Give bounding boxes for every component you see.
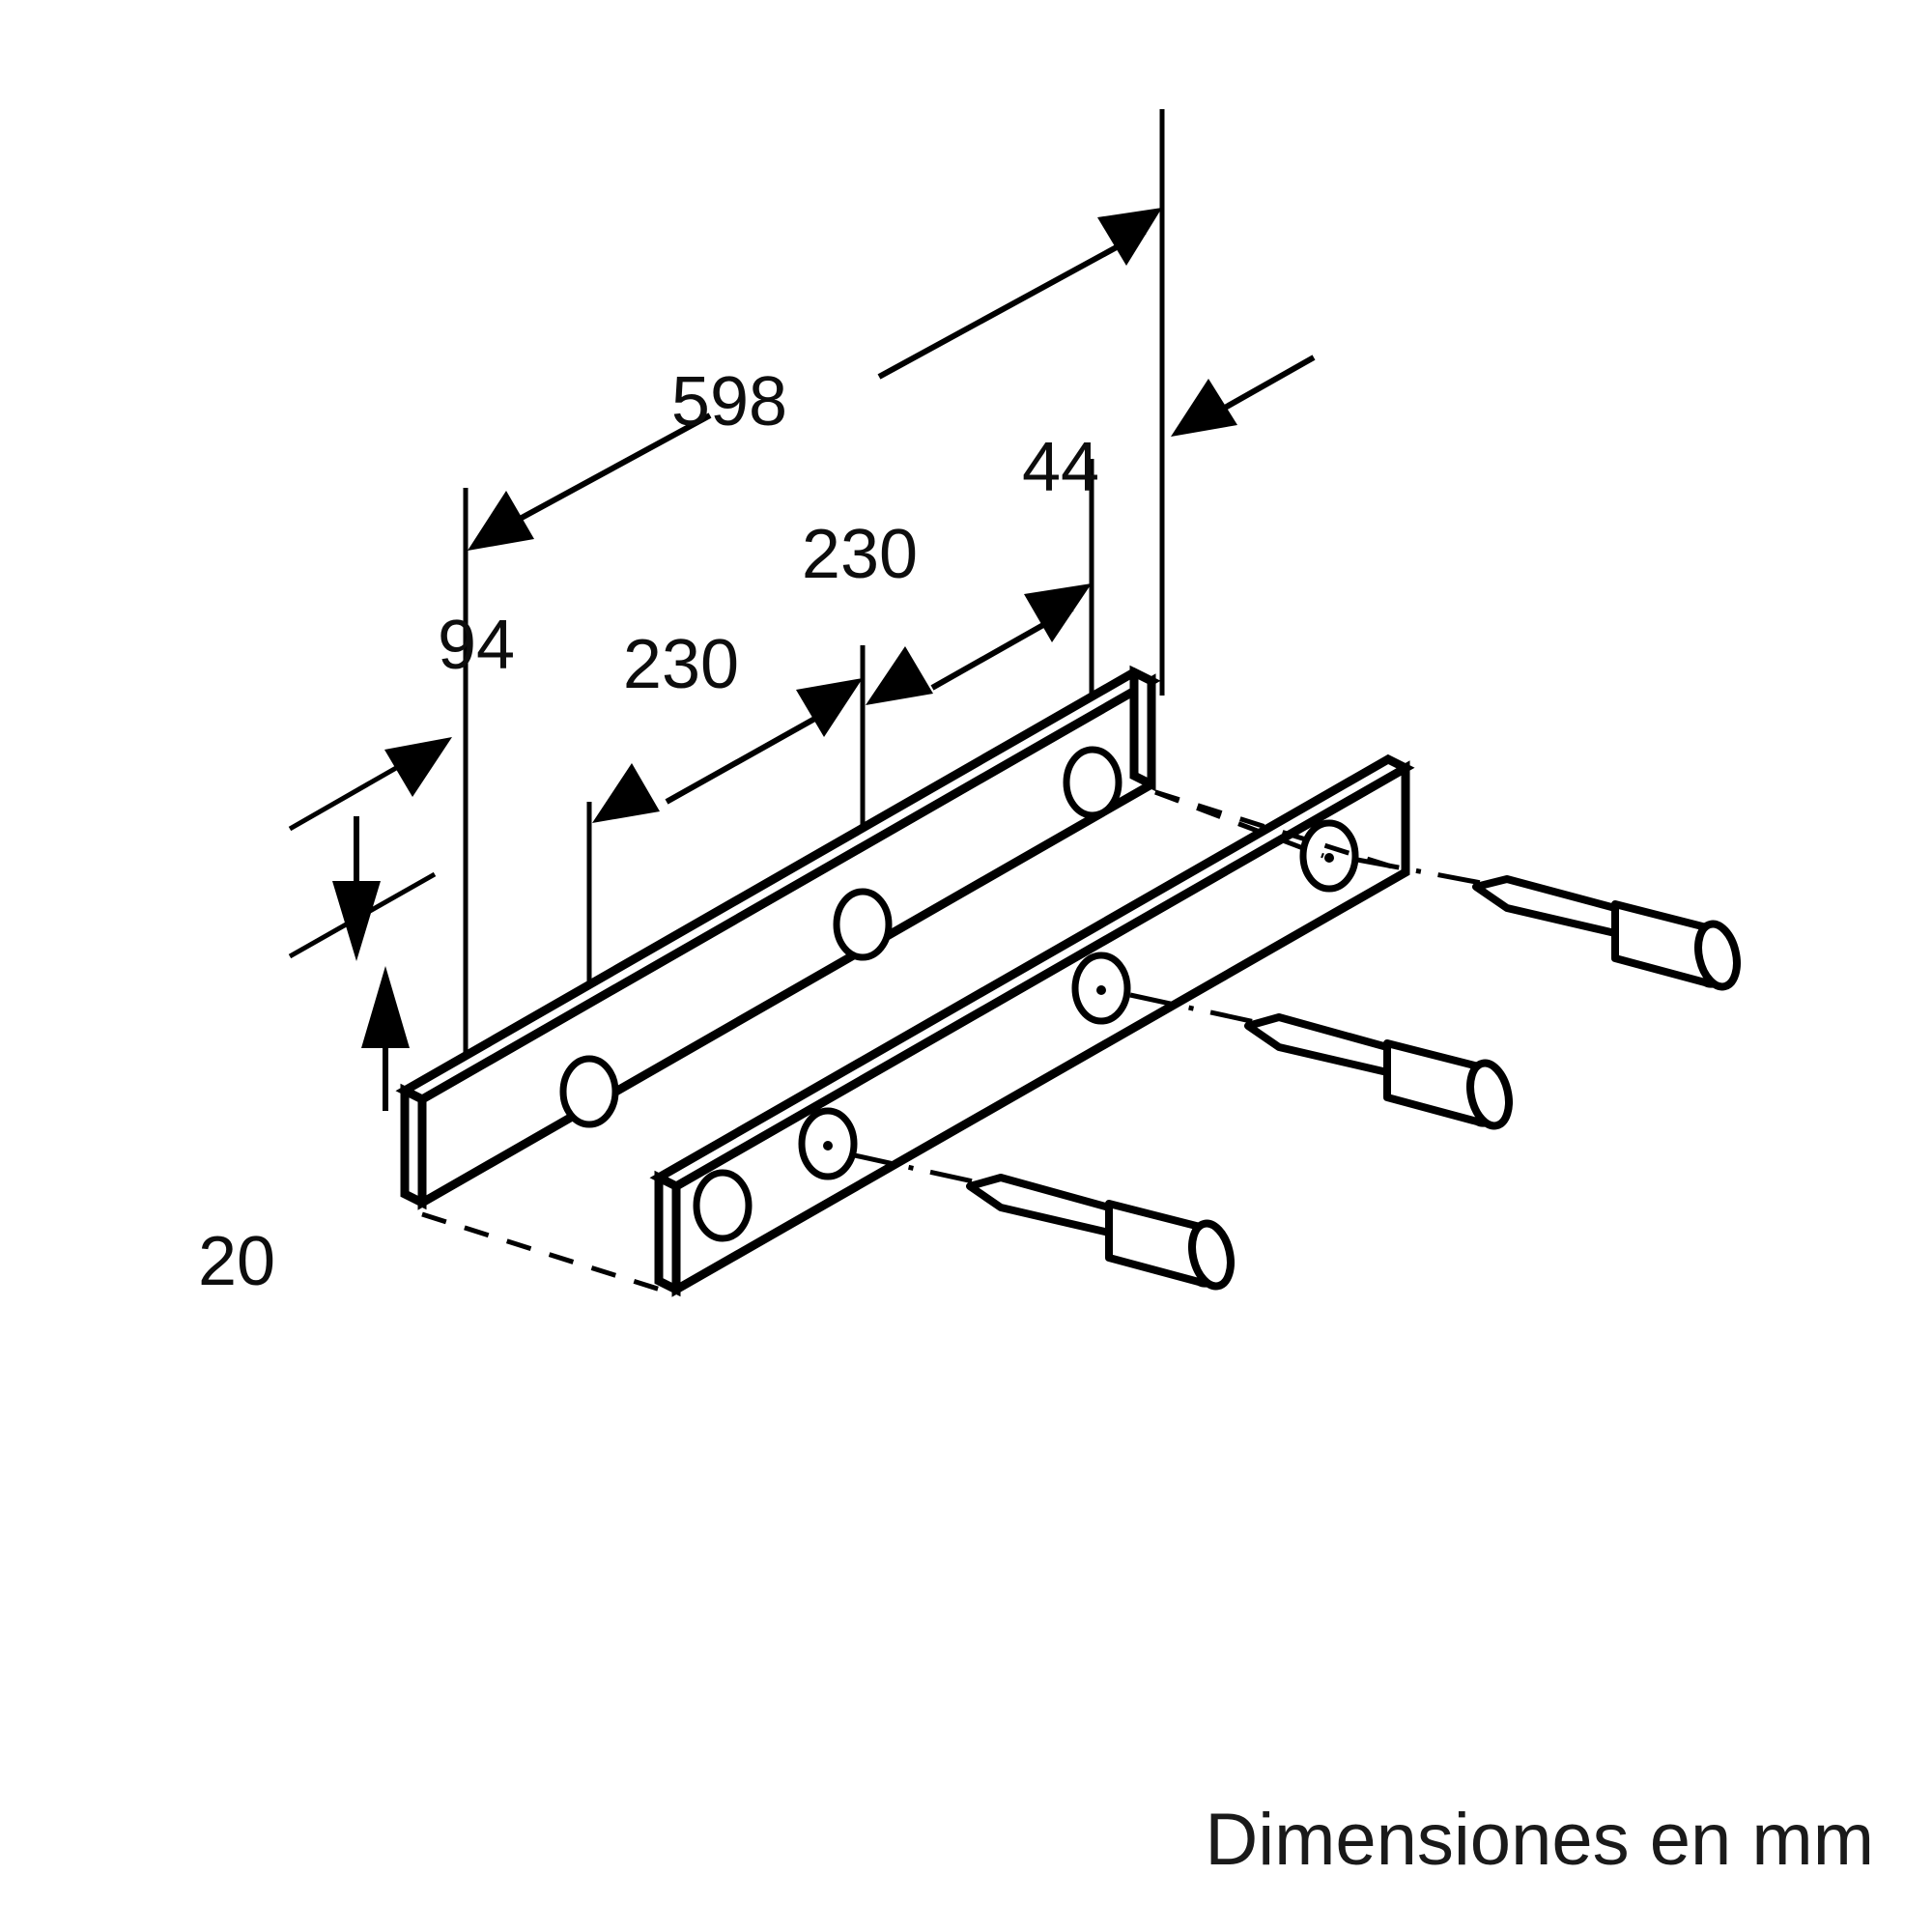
dimension-label-94: 94 xyxy=(438,607,515,684)
dimension-label-44: 44 xyxy=(1022,429,1099,506)
rail-back xyxy=(395,665,1161,1210)
extension-lines xyxy=(463,109,1165,1145)
rail-front-hole-1 xyxy=(693,1169,753,1242)
dowel-top-end-face xyxy=(1694,920,1741,991)
rail-front xyxy=(649,753,1415,1297)
dowel-center-line-bottom xyxy=(849,1151,996,1189)
dim-44-arrow xyxy=(1171,379,1237,437)
dowel-middle-end-face xyxy=(1466,1059,1513,1130)
rail-front-hole-3-center xyxy=(1096,985,1106,995)
dimension-20: 20 xyxy=(198,737,452,1300)
rail-back-hole-2 xyxy=(833,888,893,961)
dowel-bottom xyxy=(966,1174,1235,1291)
dimension-label-230-right: 230 xyxy=(802,516,918,593)
rail-front-hole-2-center xyxy=(823,1141,833,1151)
rail-front-hole-4-center xyxy=(1324,853,1334,863)
dowel-middle-shank xyxy=(1244,1013,1391,1076)
rail-back-hole-3 xyxy=(1063,746,1122,819)
dimension-230-right: 230 xyxy=(802,516,1092,705)
dowel-top xyxy=(1472,875,1741,991)
dim-230-right-arrow-upper xyxy=(1024,583,1092,642)
rail-back-right-cap xyxy=(1129,665,1156,792)
dim-230-left-arrow-lower xyxy=(592,763,660,823)
rail-back-left-cap xyxy=(400,1083,427,1210)
hidden-construction-lines xyxy=(421,789,1402,1294)
dim-230-left-leader xyxy=(665,700,844,805)
dimension-598: 598 xyxy=(468,208,1162,551)
dowel-top-shank xyxy=(1472,875,1619,937)
dimension-44: 44 xyxy=(1022,355,1316,506)
dim-230-left-arrow-upper xyxy=(796,678,863,737)
hidden-line-base-left xyxy=(421,1211,668,1294)
dim-20-arrow-upper-right xyxy=(384,737,452,797)
dim-230-right-arrow-lower xyxy=(866,646,933,705)
dowel-group-top xyxy=(1356,857,1741,991)
dimension-label-598: 598 xyxy=(671,363,787,440)
dimension-label-230-left: 230 xyxy=(623,626,739,703)
dowel-middle xyxy=(1244,1013,1513,1130)
dim-598-leader-right xyxy=(877,229,1147,380)
dowel-bottom-shank xyxy=(966,1174,1113,1236)
dim-20-arrow-down xyxy=(332,881,381,961)
dim-20-arrow-up xyxy=(361,966,410,1048)
dimension-label-20: 20 xyxy=(198,1223,275,1300)
dowel-group-middle xyxy=(1129,992,1513,1130)
dowel-bottom-end-face xyxy=(1188,1219,1235,1291)
rail-front-left-cap xyxy=(654,1170,681,1297)
rail-back-hole-1 xyxy=(559,1055,619,1128)
dowel-center-line-middle xyxy=(1129,992,1274,1029)
dimension-94: 94 xyxy=(438,607,515,684)
dim-598-arrow-left xyxy=(468,491,534,551)
units-caption: Dimensiones en mm xyxy=(1205,1799,1874,1881)
dimension-230-left: 230 xyxy=(592,626,863,823)
hidden-line-top-right xyxy=(1154,789,1324,859)
dim-598-leader-left xyxy=(486,412,712,539)
dowel-center-line-top xyxy=(1356,857,1503,890)
dowel-group-bottom xyxy=(849,1151,1235,1291)
dim-598-arrow-right xyxy=(1097,208,1162,266)
